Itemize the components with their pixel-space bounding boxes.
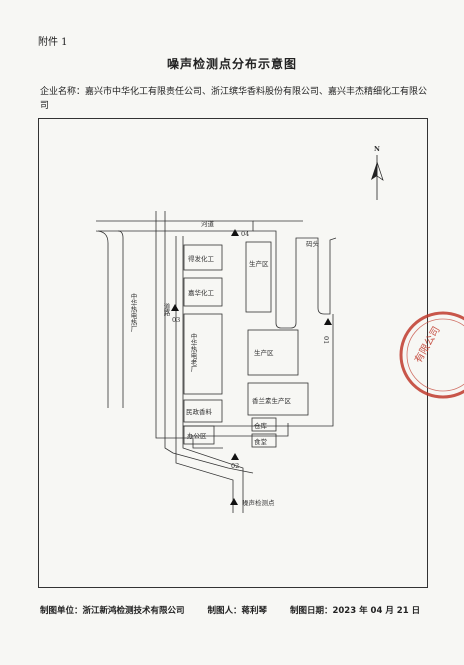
area-minzheng: 民政香料: [186, 407, 213, 416]
svg-text:04: 04: [241, 230, 249, 238]
map-footer: 制图单位：浙江新鸿检测技术有限公司 制图人：蒋利琴 制图日期：2023 年 04…: [40, 604, 440, 616]
footer-unit: 制图单位：浙江新鸿检测技术有限公司: [40, 606, 185, 616]
map-legend: 噪声检测点: [230, 498, 275, 507]
north-label: N: [374, 145, 380, 153]
monitoring-point-04: 04: [231, 229, 249, 238]
company-names: 企业名称：嘉兴市中华化工有限责任公司、浙江缤华香料股份有限公司、嘉兴丰杰精细化工…: [40, 87, 428, 111]
map-frame: [38, 118, 428, 588]
area-prod2: 生产区: [254, 348, 274, 357]
area-tianfa: 得发化工: [188, 254, 215, 263]
svg-text:02: 02: [231, 462, 239, 470]
legend-label: 噪声检测点: [242, 498, 275, 507]
area-jiahua: 嘉华化工: [188, 288, 215, 297]
area-canteen: 食堂: [254, 437, 268, 446]
area-prod1: 生产区: [249, 259, 269, 268]
footer-date: 制图日期：2023 年 04 月 21 日: [289, 606, 421, 616]
river-label: 河道: [201, 219, 215, 228]
river: [95, 211, 337, 474]
area-cpp: 中华热电热厂: [129, 292, 137, 334]
legend-triangle-icon: [230, 498, 238, 505]
svg-text:03: 03: [172, 316, 180, 324]
area-office: 办公区: [187, 431, 207, 440]
svg-text:01: 01: [322, 336, 330, 344]
svg-text:有限公司: 有限公司: [411, 324, 442, 365]
road-label: 道路: [162, 302, 170, 318]
wharf-label: 码头: [306, 239, 320, 248]
page-title: 噪声检测点分布示意图: [166, 57, 297, 71]
annex-label: 附件 1: [38, 37, 68, 48]
company-seal-icon: 有限公司: [399, 311, 464, 399]
area-warehouse: 仓库: [254, 421, 268, 430]
monitoring-point-02: 02: [231, 453, 239, 470]
monitoring-point-03: 03: [171, 304, 180, 324]
north-arrow-icon: N: [371, 145, 384, 200]
area-vanilla: 香兰素生产区: [252, 396, 292, 405]
monitoring-point-01: 01: [322, 318, 332, 344]
footer-person: 制图人：蒋利琴: [207, 606, 267, 616]
area-old-cpp: 中华热电老厂: [189, 332, 197, 374]
road: [175, 236, 334, 513]
noise-monitoring-map: N 河道 码头 道路 中华热电热厂 得发化工 嘉华化工 中华热电老厂 民政香料 …: [38, 118, 428, 588]
